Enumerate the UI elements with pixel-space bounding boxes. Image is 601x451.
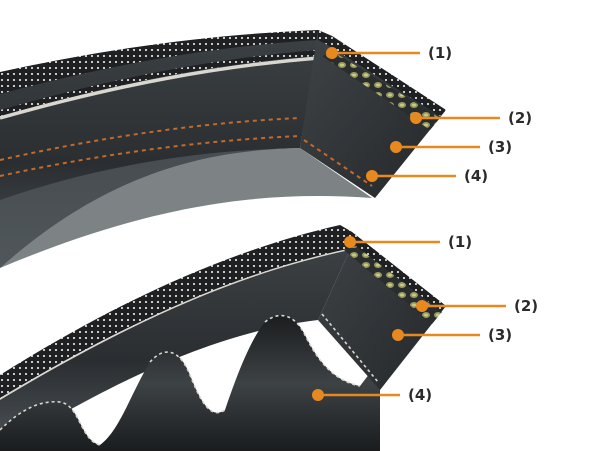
classic-belt-end-dash <box>303 139 373 187</box>
callout-label-lower-3: (3) <box>488 326 512 344</box>
callout-label-lower-1: (1) <box>448 233 472 251</box>
cogged-belt <box>0 225 446 451</box>
callout-dot <box>344 236 356 248</box>
cogged-belt-end-fabric <box>340 225 446 312</box>
classic-belt-cord-layer <box>322 52 440 130</box>
callouts: (1) (2) (3) (4) (1) (2) (3) (4) <box>312 44 538 404</box>
callout-dot <box>416 300 428 312</box>
cogged-belt-top <box>0 225 350 398</box>
callout-label-upper-3: (3) <box>488 138 512 156</box>
callout-dot <box>390 141 402 153</box>
callout-label-lower-2: (2) <box>514 297 538 315</box>
classic-belt-end-face <box>300 30 446 198</box>
callout-label-upper-4: (4) <box>464 167 488 185</box>
classic-belt-lower-band <box>0 148 372 268</box>
callout-dot <box>312 389 324 401</box>
classic-belt <box>0 30 446 268</box>
callout-dot <box>392 329 404 341</box>
classic-belt-cord-line-1 <box>0 117 301 161</box>
cogged-belt-side <box>0 250 350 451</box>
cogged-belt-end-dash <box>321 313 379 383</box>
cogged-belt-cogs <box>0 315 380 451</box>
callout-dot <box>326 47 338 59</box>
cogged-belt-cog-edge <box>0 314 361 446</box>
classic-belt-stripe <box>0 56 319 120</box>
callout-dot <box>410 112 422 124</box>
classic-belt-fabric-band <box>0 50 318 116</box>
classic-belt-end-fabric <box>318 30 446 116</box>
callout-label-upper-2: (2) <box>508 109 532 127</box>
classic-belt-cord-line-2 <box>0 135 301 177</box>
classic-belt-top-cover <box>0 30 318 94</box>
callout-dot <box>366 170 378 182</box>
callout-label-lower-4: (4) <box>408 386 432 404</box>
callout-label-upper-1: (1) <box>428 44 452 62</box>
